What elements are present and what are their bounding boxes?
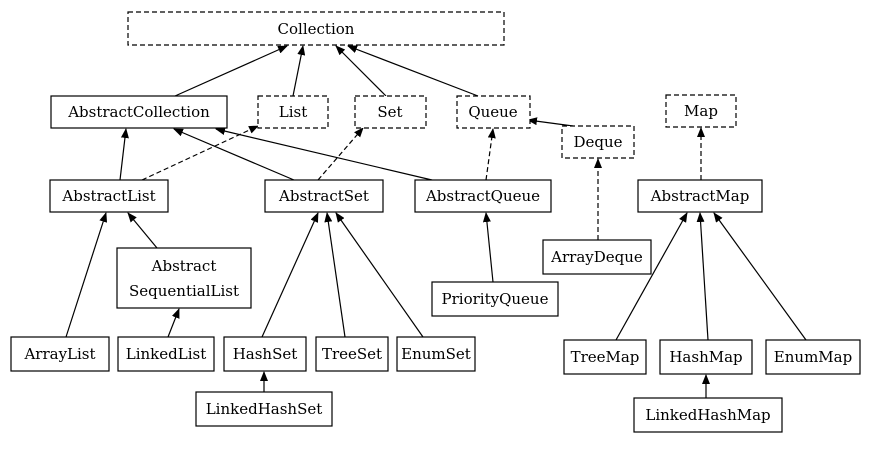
node-tree-map: TreeMap (563, 339, 647, 375)
node-linked-list-label: LinkedList (126, 345, 206, 363)
edge-abstract-set-to-set (317, 127, 364, 181)
node-priority-queue-label: PriorityQueue (442, 290, 549, 308)
node-linked-hash-map-label: LinkedHashMap (645, 406, 770, 424)
edge-abstract-list-to-abstract-collection (119, 128, 129, 181)
edge-array-list-to-abstract-list (65, 212, 108, 338)
node-hash-set-label: HashSet (233, 345, 298, 363)
node-tree-set-label: TreeSet (322, 345, 382, 363)
node-hash-set: HashSet (223, 336, 307, 372)
node-abstract-collection-label: AbstractCollection (67, 103, 210, 121)
node-array-deque-label: ArrayDeque (550, 248, 643, 266)
edge-queue-to-collection (347, 45, 479, 97)
edge-tree-map-to-abstract-map (615, 212, 688, 341)
node-linked-hash-set: LinkedHashSet (195, 391, 333, 427)
edge-abstract-queue-to-queue (485, 128, 496, 181)
edges-layer (65, 45, 807, 398)
node-enum-set: EnumSet (396, 336, 476, 372)
node-abstract-collection: AbstractCollection (50, 95, 228, 129)
edge-abstract-set-to-abstract-collection (173, 128, 295, 181)
edge-enum-set-to-abstract-set (335, 212, 424, 338)
node-abstract-map: AbstractMap (637, 179, 763, 213)
node-collection: Collection (127, 11, 505, 46)
edge-tree-set-to-abstract-set (324, 212, 346, 338)
node-hash-map: HashMap (659, 339, 753, 375)
node-deque: Deque (561, 125, 635, 159)
node-map-label: Map (684, 102, 718, 120)
node-abstract-queue-label: AbstractQueue (425, 187, 540, 205)
node-list: List (257, 95, 329, 129)
node-array-list: ArrayList (10, 336, 110, 372)
edge-abstract-collection-to-collection (174, 45, 288, 97)
node-abstract-sequential-list-line1: Abstract (151, 257, 217, 275)
nodes-layer: Collection AbstractCollection List Set Q… (10, 11, 861, 433)
edge-abstract-list-to-list (141, 125, 259, 181)
node-array-deque: ArrayDeque (542, 239, 652, 275)
node-deque-label: Deque (573, 133, 622, 151)
node-list-label: List (279, 103, 307, 121)
node-set: Set (354, 95, 427, 129)
edge-linked-list-to-abstract-sequential-list (167, 308, 180, 338)
edge-abstract-queue-to-abstract-collection (215, 127, 433, 181)
node-set-label: Set (377, 103, 402, 121)
node-tree-map-label: TreeMap (571, 348, 640, 366)
node-array-list-label: ArrayList (23, 345, 95, 363)
node-linked-hash-set-label: LinkedHashSet (206, 400, 323, 418)
node-enum-map-label: EnumMap (774, 348, 852, 366)
node-abstract-set: AbstractSet (264, 179, 384, 213)
edge-priority-queue-to-abstract-queue (482, 212, 494, 283)
node-map: Map (665, 94, 737, 128)
node-abstract-sequential-list-line2: SequentialList (129, 282, 239, 300)
node-linked-list: LinkedList (117, 336, 215, 372)
node-abstract-sequential-list: Abstract SequentialList (116, 247, 252, 309)
edge-hash-set-to-abstract-set (261, 212, 319, 338)
node-queue-label: Queue (468, 103, 517, 121)
node-abstract-set-label: AbstractSet (278, 187, 369, 205)
node-enum-set-label: EnumSet (401, 345, 471, 363)
node-queue: Queue (456, 95, 531, 129)
edge-deque-to-queue (527, 117, 574, 127)
node-priority-queue: PriorityQueue (431, 281, 559, 317)
node-linked-hash-map: LinkedHashMap (633, 397, 783, 433)
node-enum-map: EnumMap (765, 339, 861, 375)
node-tree-set: TreeSet (315, 336, 389, 372)
node-hash-map-label: HashMap (669, 348, 742, 366)
node-abstract-list-label: AbstractList (61, 187, 155, 205)
edge-abstract-sequential-list-to-abstract-list (127, 212, 158, 249)
node-abstract-list: AbstractList (49, 179, 169, 213)
edge-hash-map-to-abstract-map (696, 212, 709, 341)
node-collection-label: Collection (278, 20, 355, 38)
node-abstract-map-label: AbstractMap (650, 187, 750, 205)
edge-enum-map-to-abstract-map (713, 212, 807, 341)
node-abstract-queue: AbstractQueue (414, 179, 552, 213)
edge-list-to-collection (292, 45, 306, 97)
edge-set-to-collection (335, 45, 387, 97)
